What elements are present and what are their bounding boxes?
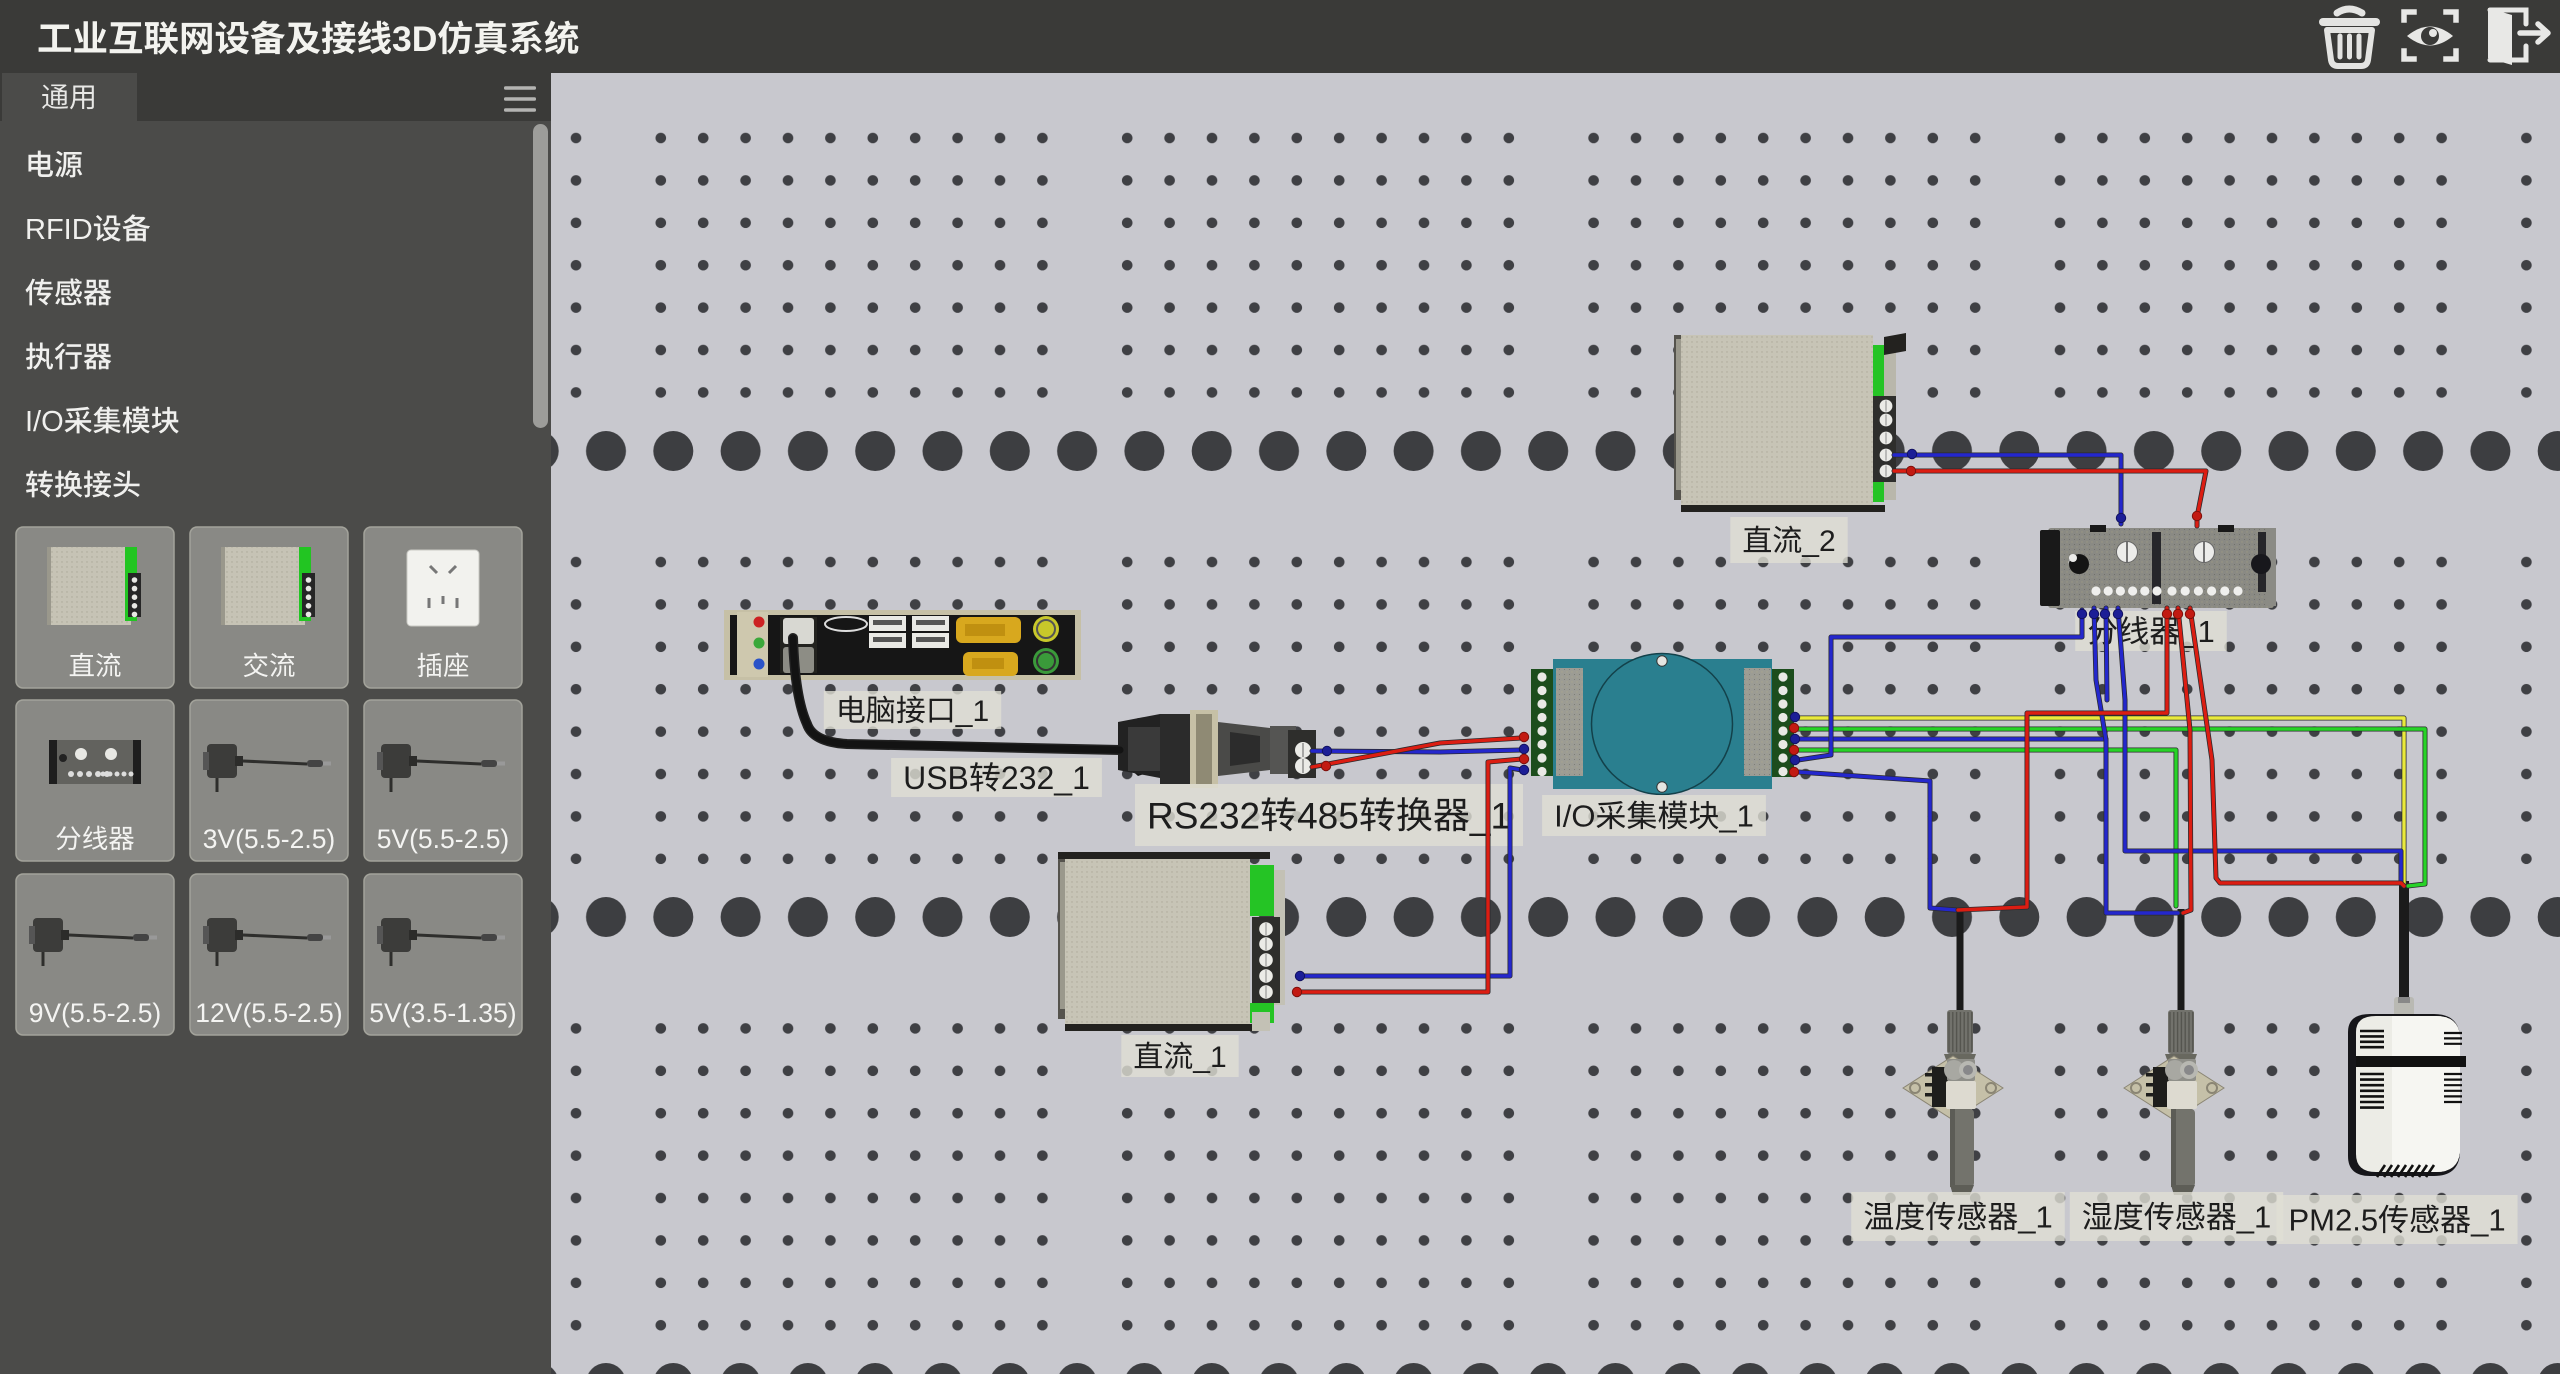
svg-text:9V(5.5-2.5): 9V(5.5-2.5) [29,998,162,1028]
svg-text:485: 485 [1297,795,1359,836]
svg-text:USB: USB [903,760,969,796]
svg-text:_1: _1 [2017,1200,2052,1235]
svg-text:_1: _1 [1718,799,1753,834]
svg-text:PM2.5: PM2.5 [2289,1203,2379,1238]
svg-text:3D: 3D [392,19,437,59]
svg-text:_1: _1 [955,695,989,728]
svg-text:_2: _2 [1801,525,1835,558]
svg-text:5V(3.5-1.35): 5V(3.5-1.35) [369,998,516,1028]
svg-text:232_1: 232_1 [1001,760,1090,796]
svg-text:I/O: I/O [25,406,64,438]
svg-text:_1: _1 [1192,1041,1226,1074]
svg-text:RS232: RS232 [1147,795,1260,836]
svg-text:RFID: RFID [25,214,93,246]
svg-text:5V(5.5-2.5): 5V(5.5-2.5) [377,824,510,854]
svg-text:3V(5.5-2.5): 3V(5.5-2.5) [203,824,336,854]
svg-text:_1: _1 [2470,1203,2505,1238]
svg-text:_1: _1 [2236,1200,2271,1235]
svg-text:I/O: I/O [1554,799,1595,834]
svg-text:12V(5.5-2.5): 12V(5.5-2.5) [195,998,342,1028]
